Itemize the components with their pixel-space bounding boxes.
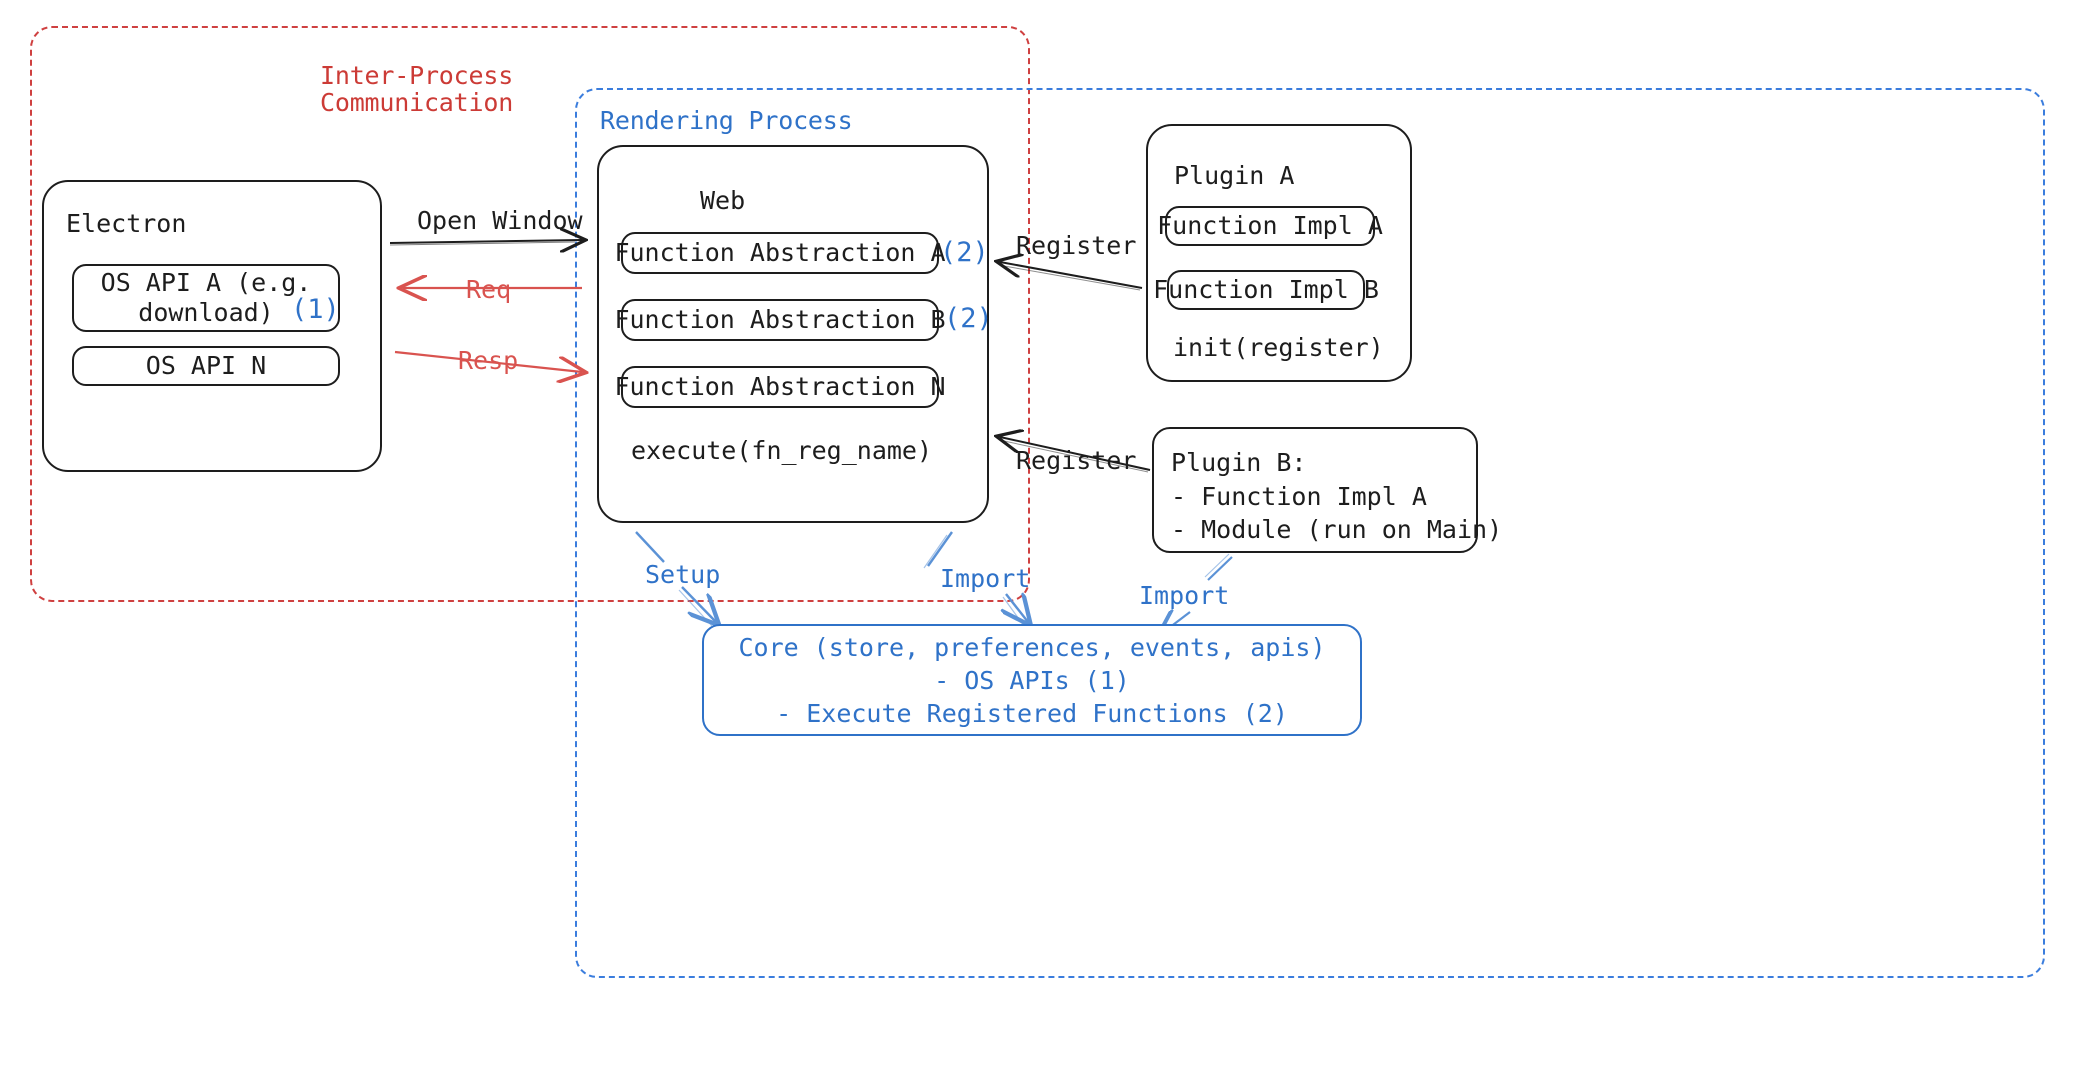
core-text: Core (store, preferences, events, apis) … — [738, 632, 1326, 728]
os-api-a-label: OS API A (e.g. download) — [100, 268, 312, 327]
ipc-region-boundary — [30, 26, 1030, 602]
plugin-a-title: Plugin A — [1174, 161, 1295, 190]
function-abstraction-b-marker: (2) — [944, 303, 993, 334]
rendering-process-region-boundary — [575, 88, 2045, 978]
edge-label-resp: Resp — [458, 346, 519, 375]
edge-label-import-web: Import — [940, 564, 1031, 593]
edge-label-register-plugin-a: Register — [1016, 231, 1137, 260]
os-api-n-label: OS API N — [145, 351, 267, 380]
electron-title: Electron — [66, 209, 187, 238]
function-impl-a-pill: Function Impl A — [1157, 206, 1383, 246]
core-box: Core (store, preferences, events, apis) … — [702, 624, 1362, 736]
ipc-region-label: Inter-Process Communication — [320, 61, 514, 117]
function-impl-b-label: Function Impl B — [1153, 275, 1379, 304]
function-impl-b-pill: Function Impl B — [1153, 270, 1379, 310]
os-api-n-pill: OS API N — [72, 346, 340, 386]
function-impl-a-label: Function Impl A — [1157, 211, 1383, 240]
plugin-b-text: Plugin B: - Function Impl A - Module (ru… — [1171, 448, 1503, 544]
function-abstraction-a-pill: Function Abstraction A — [614, 232, 946, 274]
function-abstraction-b-label: Function Abstraction B — [614, 305, 946, 334]
plugin-b-box — [1152, 427, 1478, 553]
function-abstraction-b-pill: Function Abstraction B — [614, 299, 946, 341]
web-execute-footer: execute(fn_reg_name) — [631, 436, 933, 465]
rendering-process-region-label: Rendering Process — [600, 106, 853, 135]
plugin-a-init-footer: init(register) — [1173, 333, 1384, 362]
edge-label-open-window: Open Window — [417, 206, 583, 235]
edge-label-setup: Setup — [645, 560, 721, 589]
edge-label-req: Req — [466, 275, 512, 304]
edge-label-register-plugin-b: Register — [1016, 446, 1137, 475]
function-abstraction-a-label: Function Abstraction A — [614, 238, 946, 267]
function-abstraction-n-pill: Function Abstraction N — [614, 366, 946, 408]
function-abstraction-a-marker: (2) — [940, 237, 989, 268]
os-api-a-marker: (1) — [291, 294, 340, 325]
edge-label-import-plugin-b: Import — [1139, 581, 1230, 610]
os-api-a-pill: OS API A (e.g. download) — [72, 264, 340, 332]
function-abstraction-n-label: Function Abstraction N — [614, 372, 946, 401]
web-title: Web — [700, 186, 746, 215]
plugin-a-box — [1146, 124, 1412, 382]
